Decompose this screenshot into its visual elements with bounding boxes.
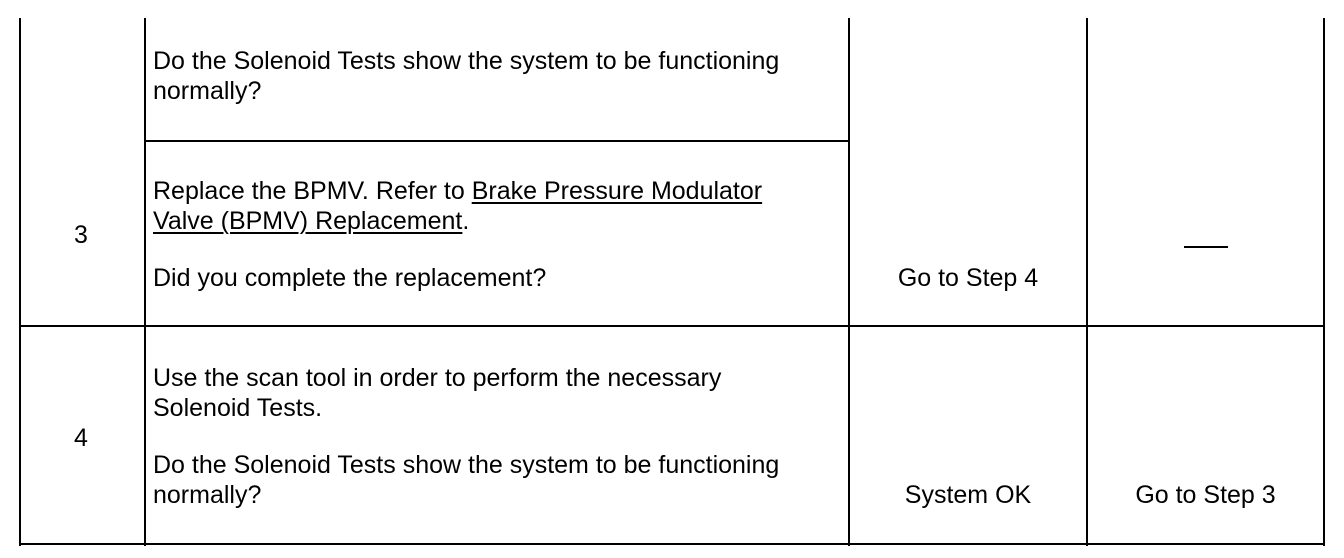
- bpmv-replacement-link-continued[interactable]: Valve (BPMV) Replacement: [153, 207, 463, 235]
- table-border-right: [1323, 18, 1325, 546]
- column-divider-action: [848, 18, 850, 546]
- action-text: normally?: [153, 77, 262, 105]
- step-number: 3: [74, 221, 88, 249]
- yes-result: System OK: [904, 481, 1032, 509]
- action-text: Use the scan tool in order to perform th…: [153, 364, 722, 392]
- action-text: Replace the BPMV. Refer to: [153, 177, 472, 205]
- action-text: Solenoid Tests.: [153, 394, 323, 422]
- no-result-dash: [1184, 246, 1228, 248]
- column-divider-yes: [1086, 18, 1088, 546]
- step-number: 4: [74, 424, 88, 452]
- action-cell: Replace the BPMV. Refer to Brake Pressur…: [153, 176, 762, 236]
- bpmv-replacement-link[interactable]: Brake Pressure Modulator: [471, 177, 763, 205]
- table-border-bottom: [19, 543, 1325, 545]
- question-text: Do the Solenoid Tests show the system to…: [153, 451, 780, 479]
- column-divider-step: [144, 18, 146, 546]
- row-divider: [19, 325, 1325, 327]
- action-row-divider: [144, 140, 850, 142]
- action-cell: Use the scan tool in order to perform th…: [153, 363, 721, 423]
- question-cell: Do the Solenoid Tests show the system to…: [153, 450, 779, 510]
- action-text: .: [462, 207, 470, 235]
- question-text: normally?: [153, 481, 262, 509]
- yes-result: Go to Step 4: [897, 264, 1039, 292]
- no-result: Go to Step 3: [1135, 481, 1276, 509]
- action-text: Do the Solenoid Tests show the system to…: [153, 47, 780, 75]
- table-row: Do the Solenoid Tests show the system to…: [153, 46, 779, 106]
- question-text: Did you complete the replacement?: [153, 264, 547, 292]
- table-border-left: [19, 18, 21, 546]
